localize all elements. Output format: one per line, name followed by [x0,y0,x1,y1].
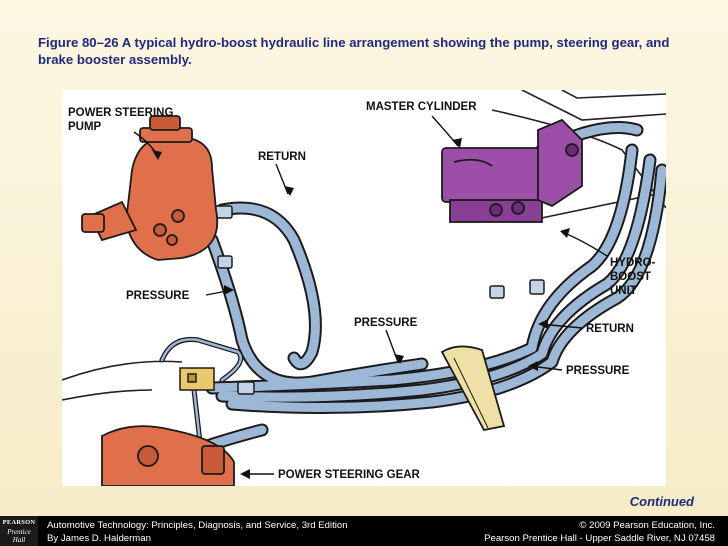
label-pressure-mid: PRESSURE [354,317,418,329]
metal-tube-lines [159,336,244,445]
footer-book-info: Automotive Technology: Principles, Diagn… [47,519,348,545]
label-hydro-line2: BOOST [610,271,651,283]
label-pressure-right: PRESSURE [566,365,630,377]
label-pump-line1: POWER STEERING [68,107,173,119]
label-pressure-left: PRESSURE [126,290,190,302]
power-steering-gear [101,425,235,486]
label-steering-gear: POWER STEERING GEAR [278,469,421,481]
label-hydro-line3: UNIT [610,285,637,297]
pearson-logo: PEARSON Prentice Hall [0,516,38,546]
footer-publisher-info: © 2009 Pearson Education, Inc. Pearson P… [484,519,715,545]
hydro-boost-diagram: POWER STEERING PUMP MASTER CYLINDER RETU… [62,90,666,486]
figure-illustration: POWER STEERING PUMP MASTER CYLINDER RETU… [62,90,666,486]
figure-caption: Figure 80–26 A typical hydro-boost hydra… [38,35,670,67]
hose-strap-bracket [440,345,506,432]
label-return-right: RETURN [586,323,634,335]
master-cylinder [441,118,583,223]
footer-author: By James D. Halderman [47,533,151,544]
leader-arrowheads [152,138,570,479]
label-hydro-line1: HYDRO- [610,257,656,269]
footer-publisher-address: Pearson Prentice Hall - Upper Saddle Riv… [484,533,715,544]
footer-copyright: © 2009 Pearson Education, Inc. [579,520,715,531]
footer-book-title: Automotive Technology: Principles, Diagn… [47,520,348,531]
label-return-top: RETURN [258,151,306,163]
label-master-cylinder: MASTER CYLINDER [366,101,477,113]
continued-label: Continued [629,494,694,509]
hydraulic-hoses [165,121,666,465]
footer-bar: PEARSON Prentice Hall Automotive Technol… [0,516,728,546]
label-pump-line2: PUMP [68,121,102,133]
junction-valve [179,367,215,391]
power-steering-pump [81,115,219,261]
